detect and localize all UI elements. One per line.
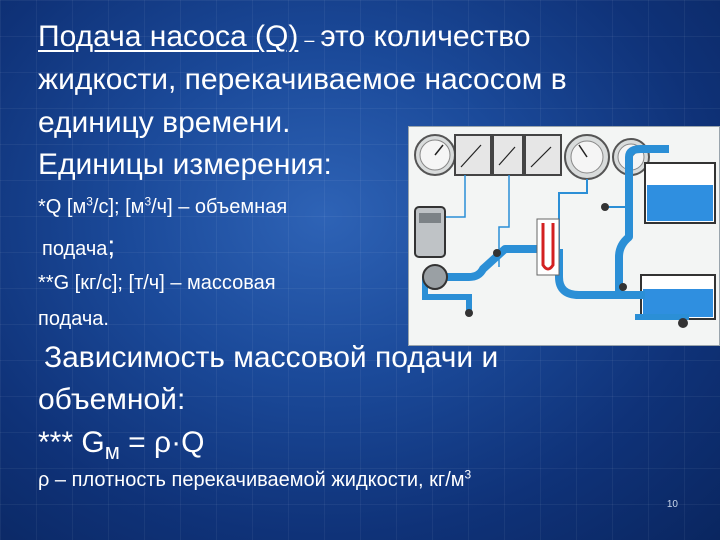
units-heading: Единицы измерения: — [38, 148, 332, 181]
pump-motor-icon — [414, 206, 448, 290]
vol-unit1: /с]; [м — [92, 196, 145, 218]
pressure-gauge-icon — [564, 134, 610, 180]
formula: *** Gм = ρ·Q — [38, 425, 205, 464]
volume-line-2: подача; — [42, 232, 115, 261]
definition-term: Подача насоса (Q) — [38, 20, 299, 53]
dependency-line-2: объемной: — [38, 383, 186, 416]
pressure-gauge-icon — [414, 134, 456, 176]
cube-exponent-1: 3 — [86, 194, 93, 209]
diagram-svg — [414, 134, 716, 328]
definition-line-1: Подача насоса (Q)–это количество — [38, 19, 531, 58]
formula-subscript: м — [104, 439, 120, 464]
water-tank-icon — [640, 274, 716, 320]
mass-line-1: **G [кг/с]; [т/ч] – массовая — [38, 272, 276, 294]
definition-line-3: единицу времени. — [38, 106, 291, 139]
density-text: ρ – плотность перекачиваемой жидкости, к… — [38, 469, 465, 491]
definition-dash: – — [304, 30, 315, 50]
cube-exponent-2: 3 — [144, 194, 152, 209]
u-tube-manometer-icon — [536, 218, 560, 276]
definition-rest: это количество — [320, 20, 531, 53]
mass-line-2: подача. — [38, 308, 109, 330]
volume-units-line: *Q [м3/с]; [м3/ч] – объемная — [38, 195, 287, 219]
dependency-line-1: Зависимость массовой подачи и — [44, 341, 499, 374]
page-number: 10 — [666, 499, 678, 510]
density-line: ρ – плотность перекачиваемой жидкости, к… — [38, 468, 471, 492]
vol-semicolon: ; — [107, 230, 116, 261]
pump-test-stand-diagram — [408, 126, 720, 346]
formula-prefix: *** G — [38, 426, 105, 459]
definition-line-2: жидкости, перекачиваемое насосом в — [38, 63, 567, 96]
meter-box-icon — [454, 134, 492, 176]
formula-rest: = ρ·Q — [119, 426, 205, 459]
vol-line2-text: подача — [42, 238, 108, 260]
vol-unit2: /ч] – объемная — [151, 196, 288, 218]
density-exponent: 3 — [464, 467, 472, 482]
water-tank-icon — [644, 162, 716, 224]
vol-prefix: *Q [м — [38, 196, 87, 218]
